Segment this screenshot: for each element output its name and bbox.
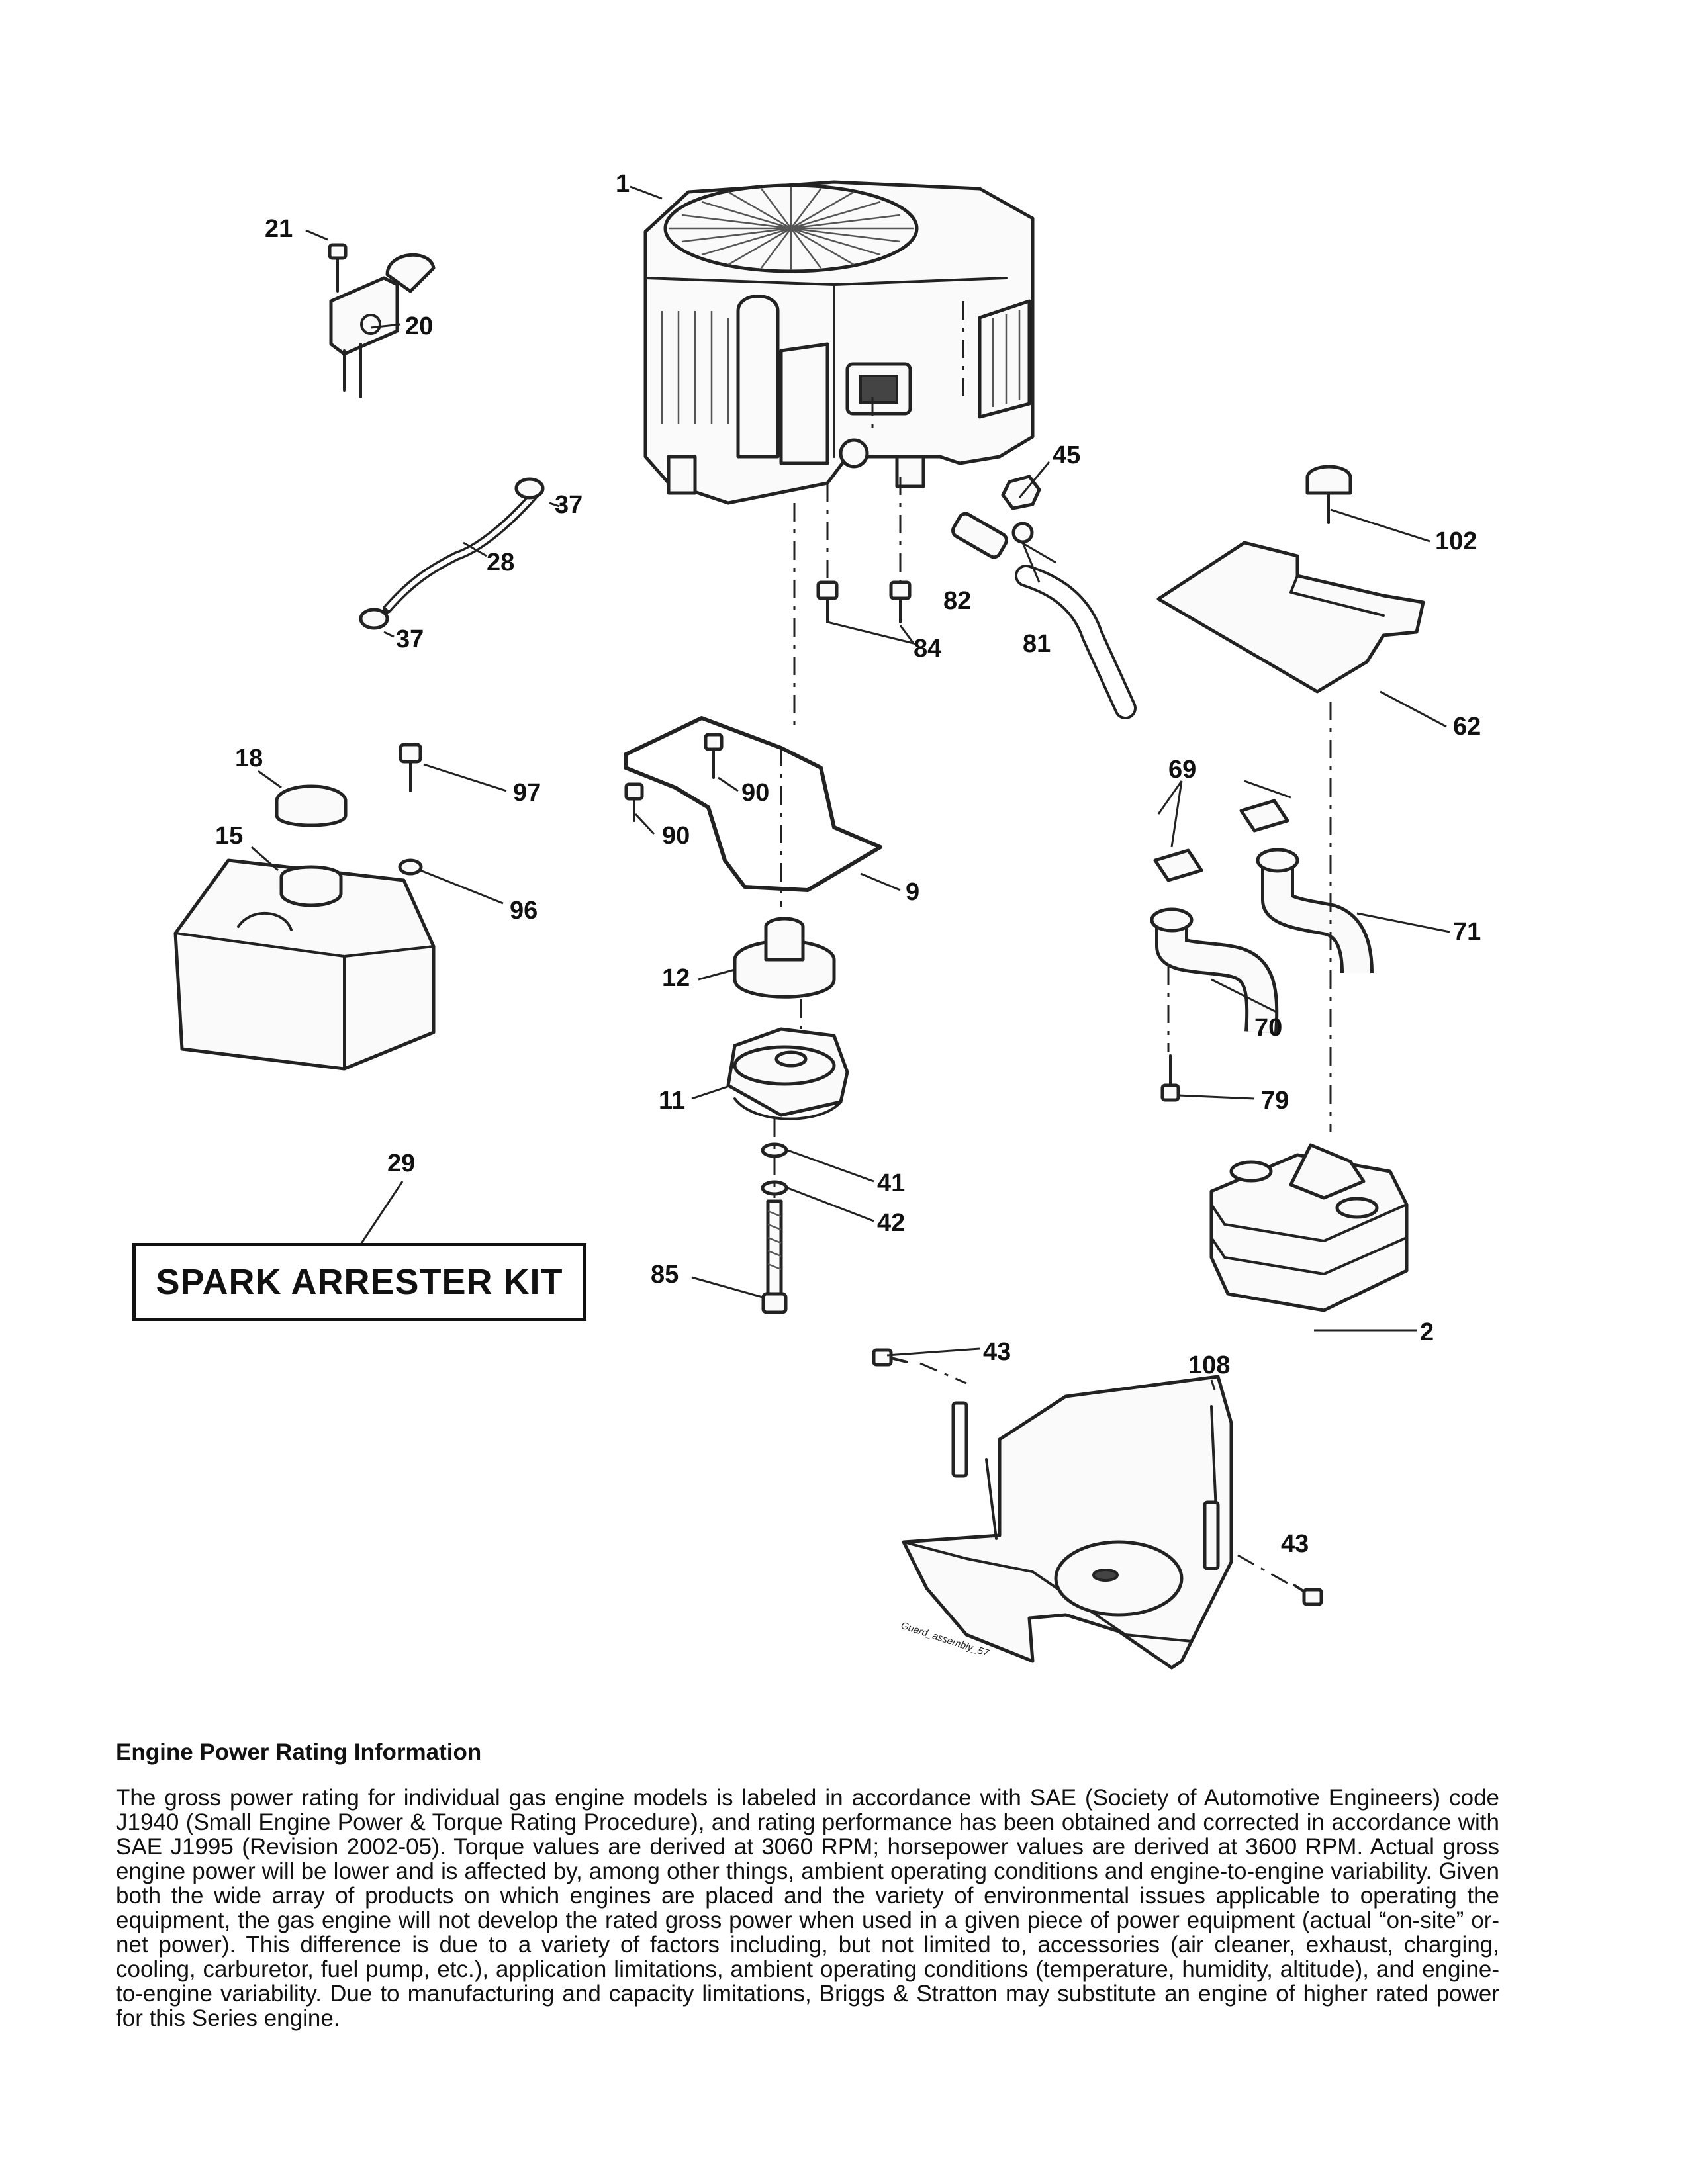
engine-power-rating-heading: Engine Power Rating Information <box>116 1739 482 1765</box>
callout-62: 62 <box>1453 713 1481 741</box>
bolt-part-79 <box>1160 1054 1180 1102</box>
callout-21: 21 <box>265 215 293 243</box>
callout-82: 82 <box>943 587 971 615</box>
callout-37-bottom: 37 <box>396 625 424 653</box>
exhaust-pipe-part-71 <box>1256 848 1374 974</box>
callout-11: 11 <box>659 1087 685 1115</box>
callout-70: 70 <box>1254 1014 1282 1042</box>
guard-assembly-part-108: Guard_assembly_57 <box>900 1375 1233 1670</box>
spark-arrester-kit-label: SPARK ARRESTER KIT <box>132 1243 586 1321</box>
bolt-part-43-left <box>872 1348 908 1367</box>
fitting-part-82 <box>951 512 1034 559</box>
washer-part-41 <box>761 1142 788 1158</box>
fuel-line-part-28 <box>383 492 538 614</box>
callout-90-lower: 90 <box>662 822 690 850</box>
pulley-part-12 <box>733 917 836 999</box>
knob-part-102 <box>1305 465 1352 524</box>
callout-71: 71 <box>1453 918 1481 946</box>
callout-12: 12 <box>662 964 690 992</box>
hose-part-81 <box>1015 565 1137 719</box>
callout-37-top: 37 <box>555 491 583 519</box>
callout-69: 69 <box>1168 756 1196 784</box>
callout-9: 9 <box>906 878 919 906</box>
callout-84: 84 <box>914 635 941 662</box>
bolt-part-21 <box>328 243 348 293</box>
heat-shield-part-62 <box>1156 541 1425 694</box>
callout-28: 28 <box>487 549 514 576</box>
gaskets-part-69 <box>1153 799 1289 882</box>
engine-power-rating-text: The gross power rating for individual ga… <box>116 1785 1499 2031</box>
throttle-bracket-part-20 <box>329 253 436 398</box>
hose-clamp-part-37-bottom <box>359 608 389 630</box>
fuel-cap-part-18 <box>275 784 348 827</box>
callout-102: 102 <box>1435 527 1477 555</box>
callout-1: 1 <box>616 170 630 198</box>
callout-18: 18 <box>235 745 263 772</box>
callout-labels: 1 21 20 45 37 28 37 82 84 81 102 62 69 7… <box>215 170 1481 1558</box>
callout-90-upper: 90 <box>741 779 769 807</box>
callout-85: 85 <box>651 1261 679 1289</box>
exhaust-pipe-part-70 <box>1150 907 1279 1034</box>
callout-79: 79 <box>1261 1087 1289 1115</box>
leader-lines <box>251 185 1450 1390</box>
callout-42: 42 <box>877 1209 905 1237</box>
callout-43-upper: 43 <box>983 1338 1011 1366</box>
clutch-part-11 <box>726 1027 849 1120</box>
callout-81: 81 <box>1023 630 1051 658</box>
engine-parts-diagram: Guard_assembly_57 <box>173 170 1481 1670</box>
washer-part-96 <box>398 858 423 876</box>
bolt-part-43-right <box>1293 1584 1323 1606</box>
callout-41: 41 <box>877 1169 905 1197</box>
alignment-lines <box>773 301 1332 1586</box>
bolt-part-85 <box>761 1199 788 1314</box>
callout-45: 45 <box>1053 441 1080 469</box>
washer-part-42 <box>761 1180 788 1196</box>
callout-15: 15 <box>215 822 243 850</box>
callout-97: 97 <box>513 779 541 807</box>
callout-20: 20 <box>405 312 433 340</box>
bolts-part-84 <box>816 580 912 623</box>
callout-96: 96 <box>510 897 538 925</box>
bolts-part-90 <box>624 733 724 822</box>
callout-2: 2 <box>1420 1318 1434 1346</box>
fuel-tank-part-15 <box>173 858 436 1071</box>
callout-29: 29 <box>387 1150 415 1177</box>
hose-clamp-part-37-top <box>514 477 545 500</box>
engine-part-1 <box>643 180 1035 505</box>
spark-arrester-kit-text: SPARK ARRESTER KIT <box>156 1262 563 1302</box>
bolt-part-97 <box>399 743 422 792</box>
callout-43-lower: 43 <box>1281 1530 1309 1558</box>
muffler-part-2 <box>1209 1143 1409 1312</box>
callout-108: 108 <box>1188 1351 1230 1379</box>
